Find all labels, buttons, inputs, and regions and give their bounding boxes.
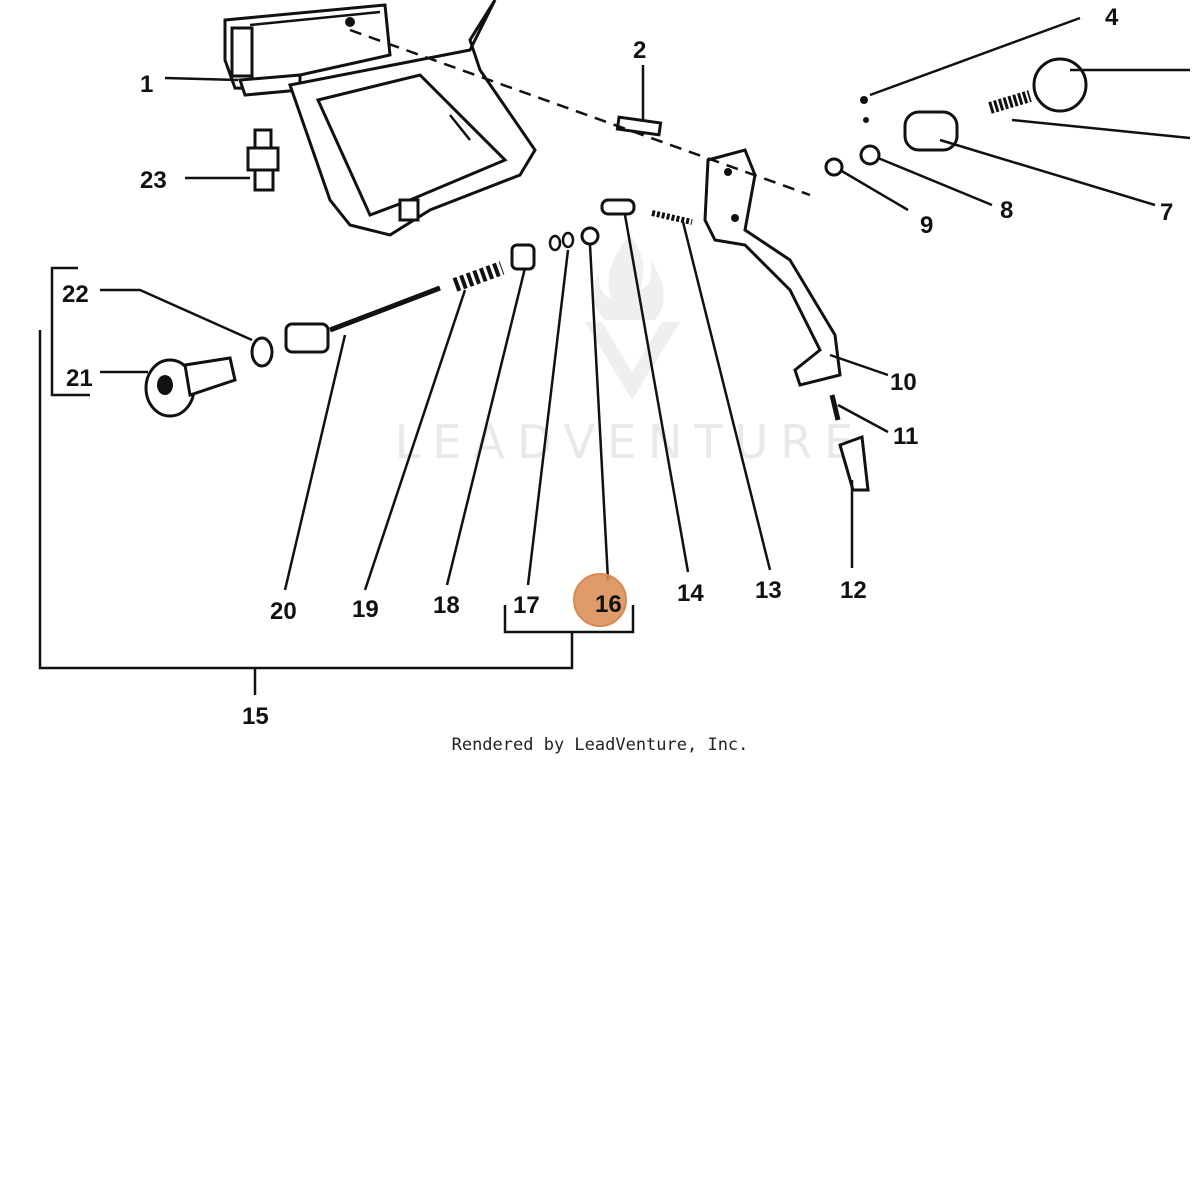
assembly-axis-line <box>349 28 811 197</box>
callout-18[interactable]: 18 <box>433 592 460 619</box>
callout-19[interactable]: 19 <box>352 596 379 623</box>
pin-14-part <box>600 198 636 216</box>
trigger-part <box>703 148 842 387</box>
valve-stem-part <box>284 285 441 354</box>
callout-1[interactable]: 1 <box>140 71 153 98</box>
o-ring-22-part <box>250 336 274 368</box>
plug-part <box>144 356 237 418</box>
gun-body-part <box>223 0 537 237</box>
seat-16-part <box>580 226 600 246</box>
watermark-flame-icon <box>593 235 664 320</box>
callout-13[interactable]: 13 <box>755 577 782 604</box>
bracket-lines <box>38 266 635 695</box>
callout-17[interactable]: 17 <box>513 592 540 619</box>
nozzle-parts <box>824 57 1088 177</box>
callout-9[interactable]: 9 <box>920 212 933 239</box>
callout-2[interactable]: 2 <box>633 37 646 64</box>
callout-8[interactable]: 8 <box>1000 197 1013 224</box>
render-credit: Rendered by LeadVenture, Inc. <box>451 735 749 755</box>
spring-19-part <box>452 261 505 292</box>
callout-12[interactable]: 12 <box>840 577 867 604</box>
o-ring-17b-part <box>561 231 575 249</box>
o-ring-17a-part <box>548 234 562 252</box>
watermark-text: LEADVENTURE <box>395 415 866 469</box>
callout-22[interactable]: 22 <box>62 281 89 308</box>
callout-11[interactable]: 11 <box>893 423 918 450</box>
callout-16-highlight <box>573 573 627 627</box>
pin-11-part <box>829 394 841 421</box>
callout-20[interactable]: 20 <box>270 598 297 625</box>
callout-15[interactable]: 15 <box>242 703 269 730</box>
pin-part <box>615 115 663 137</box>
watermark: LEADVENTURE <box>395 235 866 469</box>
callout-labels: 1 2 4 7 8 9 10 11 12 13 14 15 16 17 18 1… <box>62 4 1173 730</box>
nut-18-part <box>510 243 536 271</box>
fitting-part <box>246 128 280 192</box>
safety-latch-part <box>838 434 870 492</box>
callout-16[interactable]: 16 <box>595 591 622 618</box>
callout-23[interactable]: 23 <box>140 167 167 194</box>
spring-13-part <box>651 210 693 225</box>
callout-7[interactable]: 7 <box>1160 199 1173 226</box>
callout-4[interactable]: 4 <box>1105 4 1119 31</box>
watermark-v-icon <box>585 322 680 400</box>
callout-21[interactable]: 21 <box>66 365 93 392</box>
callout-14[interactable]: 14 <box>677 580 704 607</box>
leader-lines <box>100 16 1191 591</box>
callout-10[interactable]: 10 <box>890 369 917 396</box>
